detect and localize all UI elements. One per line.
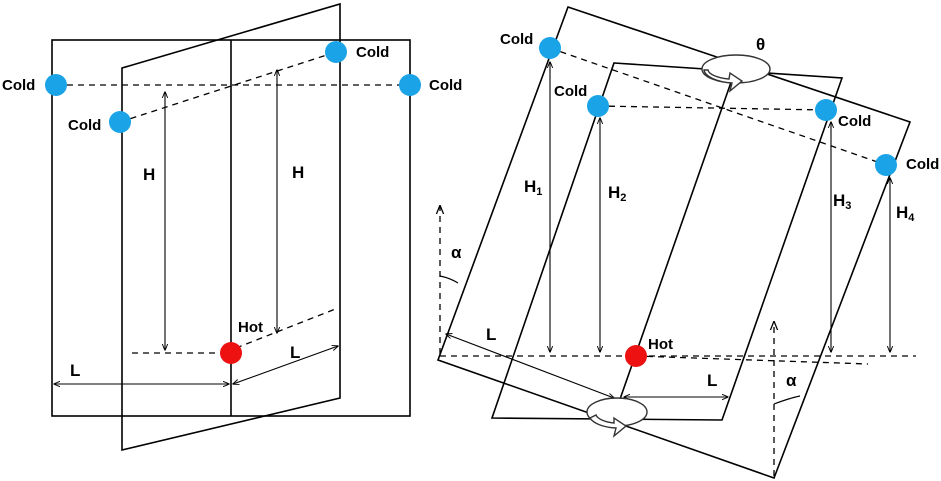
length-arrow-diagonal	[233, 346, 338, 384]
cold-node-right	[399, 74, 421, 96]
outer-tilted-plane	[436, 5, 912, 480]
cold-label-1: Cold	[500, 31, 533, 48]
theta-label: θ	[756, 35, 765, 54]
cold-label-2: Cold	[554, 83, 587, 100]
cold-diagonal-line	[119, 51, 337, 123]
cold-node-left	[45, 74, 67, 96]
cold-label-left: Cold	[2, 77, 35, 94]
cold-node-back	[325, 41, 347, 63]
cold-label-right: Cold	[429, 77, 462, 94]
cold-node-1	[539, 37, 561, 59]
right-diagram: Cold Cold Cold Cold Hot θ α α L L H1 H2 …	[436, 5, 939, 480]
hot-label: Hot	[238, 319, 263, 336]
cold-node-front	[109, 111, 131, 133]
cold-label-front: Cold	[68, 117, 101, 134]
cold-node-3	[815, 99, 837, 121]
rotation-bottom-icon	[586, 397, 648, 438]
length-label-inner: L	[707, 371, 717, 390]
height-label-right: H	[292, 163, 304, 182]
height-label-left: H	[143, 165, 155, 184]
alpha-label-right: α	[786, 371, 797, 390]
hot-node	[220, 342, 242, 364]
left-diagram: Cold Cold Cold Cold Hot H H L L	[2, 2, 462, 452]
cold-node-4	[875, 154, 897, 176]
cold-diagonal-back	[549, 47, 887, 166]
baseline-tilted	[635, 355, 869, 365]
length-label-horizontal: L	[70, 361, 80, 380]
alpha-arc-left	[439, 275, 459, 284]
hot-node-tilted	[625, 345, 647, 367]
cold-level-inner	[597, 105, 827, 111]
alpha-arc-right	[773, 395, 801, 405]
length-label-diagonal: L	[290, 343, 300, 362]
h4-label: H4	[896, 203, 915, 224]
h3-label: H3	[833, 191, 851, 212]
alpha-label-left: α	[451, 243, 462, 262]
h1-label: H1	[524, 177, 542, 198]
cold-node-2	[587, 95, 609, 117]
inner-tilted-plane	[490, 62, 844, 421]
perpendicular-plane	[121, 2, 341, 452]
h2-label: H2	[608, 183, 626, 204]
rotation-theta-icon	[701, 54, 771, 93]
cold-label-4: Cold	[906, 156, 939, 173]
length-arrow-tilted	[446, 334, 614, 398]
hot-diagonal-line	[235, 307, 339, 349]
length-label-tilted: L	[486, 325, 496, 344]
cold-label-back: Cold	[356, 44, 389, 61]
cold-label-3: Cold	[838, 113, 871, 130]
hot-label-tilted: Hot	[648, 336, 673, 353]
